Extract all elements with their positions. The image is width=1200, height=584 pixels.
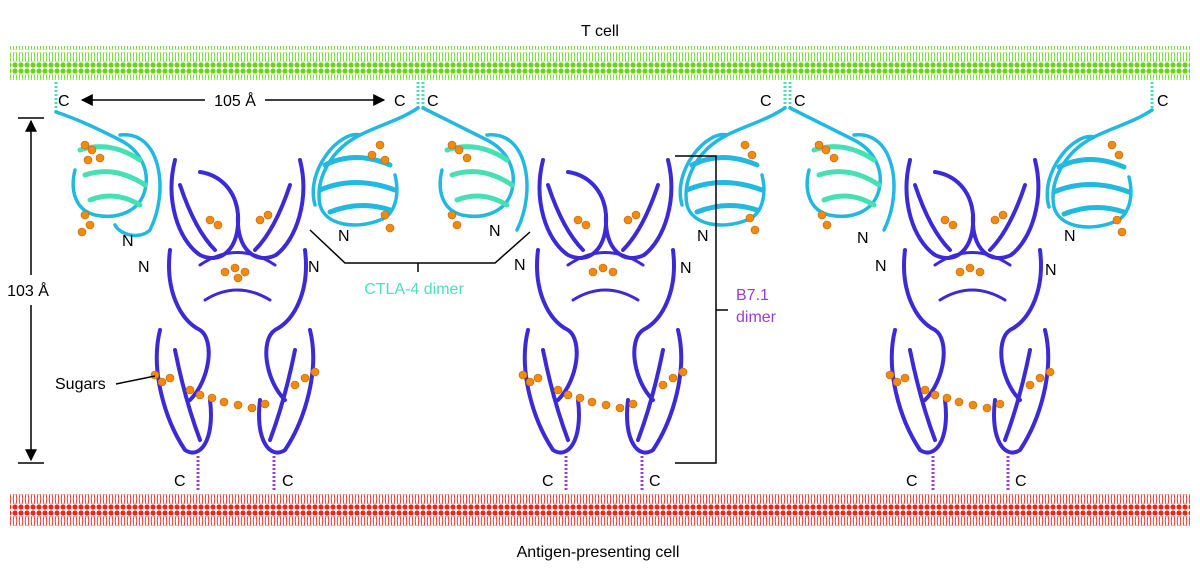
n-label: N <box>857 230 869 247</box>
spacing-label: 105 Å <box>214 91 256 110</box>
c-label: C <box>1157 93 1169 110</box>
c-label: C <box>760 93 772 110</box>
b71-dimer-label-line1: B7.1 <box>736 287 769 304</box>
n-label: N <box>680 260 692 277</box>
c-label: C <box>649 473 661 490</box>
n-label: N <box>489 223 501 240</box>
n-label: N <box>514 257 526 274</box>
b71-dimer-label-line2: dimer <box>736 309 777 326</box>
c-label: C <box>542 473 554 490</box>
c-label: C <box>1015 473 1027 490</box>
sugars-pointer <box>115 375 156 385</box>
ctla4-dimer-label: CTLA-4 dimer <box>364 281 464 298</box>
b71-dimer-1 <box>154 158 316 455</box>
c-label: C <box>58 93 70 110</box>
c-label: C <box>427 93 439 110</box>
c-label: C <box>794 93 806 110</box>
c-terminus-labels: C C C C C C C C C C C C <box>58 93 1169 490</box>
apc-label: Antigen-presenting cell <box>517 544 680 561</box>
apc-membrane <box>10 493 1190 527</box>
t-cell-label: T cell <box>581 23 619 40</box>
b71-tethers <box>196 456 1010 491</box>
ctla4-tethers <box>54 82 1154 112</box>
ctla4-monomer-3 <box>421 106 529 232</box>
b71-dimer-3 <box>889 158 1051 455</box>
n-label: N <box>1064 228 1076 245</box>
ctla4-monomer-1 <box>54 110 162 238</box>
height-label: 103 Å <box>7 281 49 300</box>
n-label: N <box>138 259 150 276</box>
c-label: C <box>174 473 186 490</box>
ctla4-monomer-4 <box>678 106 787 227</box>
c-label: C <box>282 473 294 490</box>
n-label: N <box>1045 262 1057 279</box>
n-label: N <box>308 259 320 276</box>
sugar-clusters <box>77 140 1127 413</box>
c-label: C <box>906 473 918 490</box>
ctla4-monomer-2 <box>311 106 420 227</box>
n-terminus-labels: N N N N N N N N N N N N <box>122 223 1076 279</box>
sugars-label: Sugars <box>55 376 106 393</box>
n-label: N <box>338 228 350 245</box>
ctla4-dimer-bracket <box>309 229 531 264</box>
c-label: C <box>394 93 406 110</box>
ctla4-monomer-6 <box>1045 108 1154 229</box>
b71-dimer-2 <box>522 158 684 455</box>
n-label: N <box>122 233 134 250</box>
t-cell-membrane <box>10 46 1190 80</box>
n-label: N <box>697 228 709 245</box>
n-label: N <box>875 258 887 275</box>
ctla4-monomer-5 <box>788 106 896 232</box>
